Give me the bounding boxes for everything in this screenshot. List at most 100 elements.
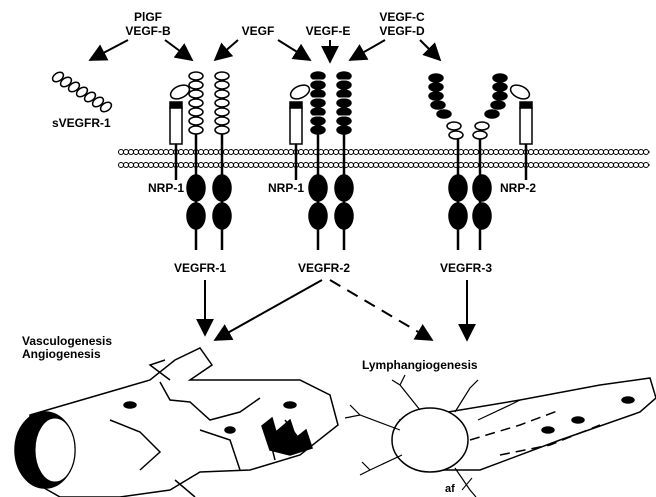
membrane-lipid-head [269, 163, 274, 168]
membrane-lipid-head [559, 150, 564, 155]
membrane-lipid-head [469, 163, 474, 168]
membrane-lipid-head [534, 150, 539, 155]
membrane-lipid-head [119, 150, 124, 155]
membrane-lipid-head [529, 150, 534, 155]
membrane-lipid-head [254, 150, 259, 155]
membrane-lipid-head [384, 150, 389, 155]
membrane-lipid-head [284, 150, 289, 155]
membrane-lipid-head [204, 163, 209, 168]
membrane-lipid-head [129, 163, 134, 168]
membrane-lipid-head [464, 163, 469, 168]
membrane-lipid-head [444, 163, 449, 168]
membrane-lipid-head [169, 150, 174, 155]
membrane-lipid-head [579, 163, 584, 168]
membrane-lipid-head [494, 163, 499, 168]
membrane-lipid-head [394, 150, 399, 155]
membrane-lipid-head [119, 163, 124, 168]
membrane-lipid-head [609, 163, 614, 168]
membrane-lipid-head [159, 150, 164, 155]
membrane-lipid-head [399, 150, 404, 155]
membrane-lipid-head [154, 163, 159, 168]
membrane-lipid-head [439, 150, 444, 155]
membrane-lipid-head [509, 163, 514, 168]
membrane-lipid-head [489, 163, 494, 168]
membrane-lipid-head [139, 163, 144, 168]
membrane-lipid-head [324, 150, 329, 155]
membrane-lipid-head [249, 150, 254, 155]
membrane-lipid-head [539, 150, 544, 155]
membrane-lipid-head [214, 150, 219, 155]
svegfr1-label: sVEGFR-1 [52, 116, 111, 130]
membrane-lipid-head [244, 163, 249, 168]
membrane-lipid-head [259, 163, 264, 168]
membrane-lipid-head [544, 150, 549, 155]
membrane-lipid-head [309, 150, 314, 155]
membrane-lipid-head [594, 163, 599, 168]
membrane-lipid-head [254, 163, 259, 168]
vegfr3-label: VEGFR-3 [440, 261, 492, 275]
membrane-lipid-head [614, 163, 619, 168]
membrane-lipid-head [449, 163, 454, 168]
membrane-lipid-head [614, 150, 619, 155]
membrane-lipid-head [414, 163, 419, 168]
membrane-lipid-head [299, 150, 304, 155]
membrane-lipid-head [259, 150, 264, 155]
lymphatic-vessel-illustration [345, 375, 656, 497]
membrane-lipid-head [299, 163, 304, 168]
membrane-lipid-head [434, 163, 439, 168]
membrane-lipid-head [549, 150, 554, 155]
membrane-lipid-head [559, 163, 564, 168]
membrane-lipid-head [244, 150, 249, 155]
ligand-label-vegf-d: VEGF-D [379, 24, 425, 38]
membrane-lipid-head [439, 163, 444, 168]
membrane-lipid-head [304, 150, 309, 155]
membrane-lipid-head [639, 150, 644, 155]
membrane-lipid-head [499, 150, 504, 155]
membrane-lipid-head [289, 163, 294, 168]
membrane-lipid-head [279, 150, 284, 155]
svegfr1-domain-chain [51, 70, 113, 113]
anchoring-filament-label: af [445, 483, 455, 495]
membrane-lipid-head [209, 150, 214, 155]
membrane-lipid-head [569, 150, 574, 155]
membrane-lipid-head [349, 163, 354, 168]
membrane-lipid-head [399, 163, 404, 168]
membrane-lipid-head [449, 150, 454, 155]
membrane-lipid-head [234, 150, 239, 155]
vegfr2-label: VEGFR-2 [298, 261, 350, 275]
membrane-lipid-head [199, 163, 204, 168]
membrane-lipid-head [624, 163, 629, 168]
membrane-lipid-head [464, 150, 469, 155]
membrane-lipid-head [409, 163, 414, 168]
membrane-lipid-head [419, 163, 424, 168]
membrane-lipid-head [274, 163, 279, 168]
membrane-lipid-head [269, 150, 274, 155]
membrane-lipid-head [169, 163, 174, 168]
membrane-lipid-head [489, 150, 494, 155]
nrp1-mid-label: NRP-1 [268, 181, 304, 195]
membrane-lipid-head [124, 163, 129, 168]
membrane-lipid-head [629, 150, 634, 155]
membrane-lipid-head [154, 150, 159, 155]
membrane-lipid-head [584, 150, 589, 155]
membrane-lipid-head [184, 163, 189, 168]
membrane-lipid-head [354, 163, 359, 168]
membrane-lipid-head [554, 150, 559, 155]
membrane-lipid-head [619, 163, 624, 168]
vegfr1-label: VEGFR-1 [174, 261, 226, 275]
membrane-lipid-head [229, 150, 234, 155]
membrane-lipid-head [264, 163, 269, 168]
membrane-lipid-head [594, 150, 599, 155]
membrane-lipid-head [234, 163, 239, 168]
vegfr1-receptor-dimer [187, 72, 231, 250]
membrane-lipid-head [624, 150, 629, 155]
membrane-lipid-head [509, 150, 514, 155]
nrp2-label: NRP-2 [500, 181, 536, 195]
membrane-lipid-head [379, 163, 384, 168]
membrane-lipid-head [364, 163, 369, 168]
vegfr2-receptor-dimer [309, 72, 353, 250]
membrane-lipid-head [144, 150, 149, 155]
membrane-lipid-head [494, 150, 499, 155]
membrane-lipid-head [519, 150, 524, 155]
vegfr3-receptor-dimer [429, 74, 507, 250]
